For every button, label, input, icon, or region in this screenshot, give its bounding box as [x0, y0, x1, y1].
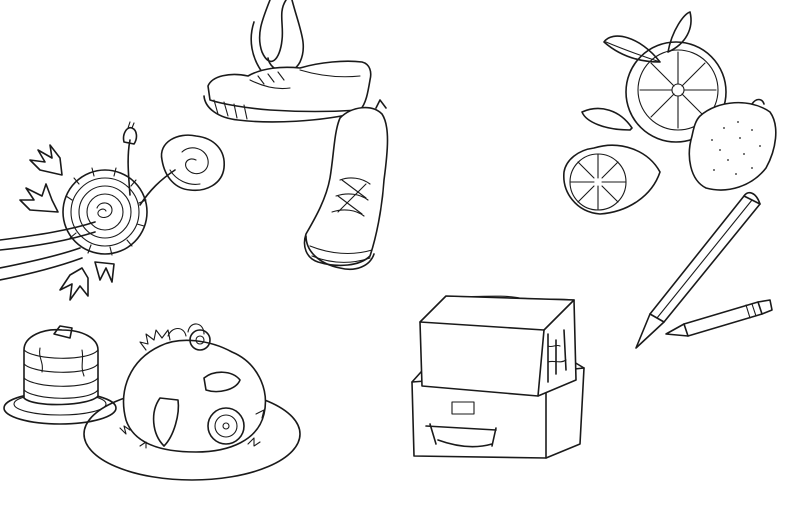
salad-plate-icon	[83, 323, 301, 481]
lemons-icon	[563, 11, 777, 215]
stacked-boxes-icon	[411, 295, 585, 459]
pencils-icon	[635, 191, 773, 349]
hanging-sneakers-icon	[203, 0, 389, 270]
ranunculus-flowers-icon	[0, 121, 225, 301]
pancake-stack-icon	[3, 325, 117, 425]
